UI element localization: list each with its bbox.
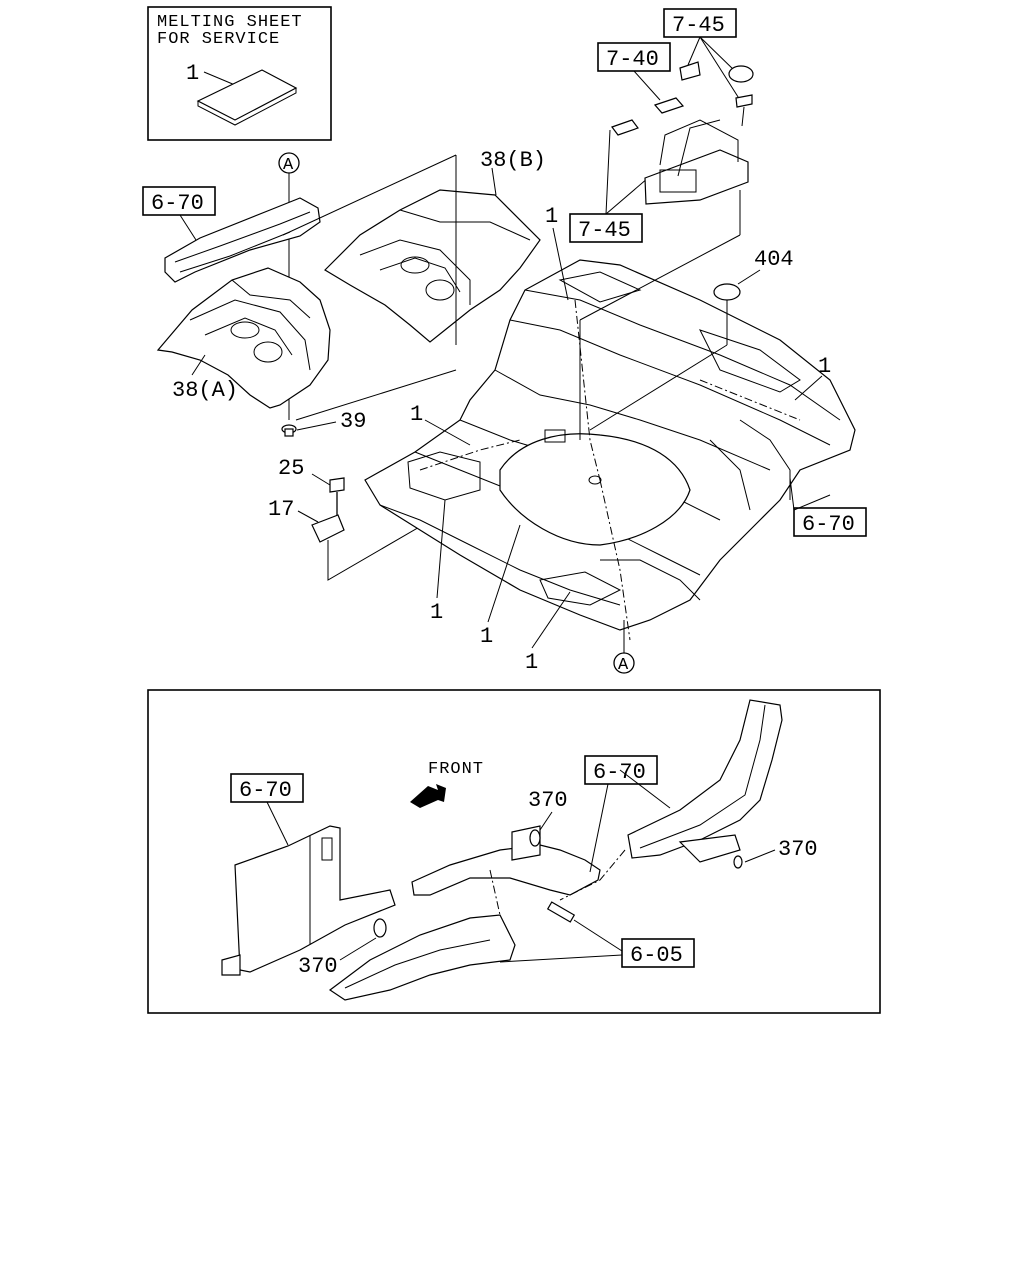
melting-sheet-title-line2: FOR SERVICE (157, 30, 280, 49)
melting-sheet-item-number: 1 (186, 61, 199, 86)
front-arrow-icon (410, 784, 446, 808)
insulator-38a (156, 267, 331, 409)
floor-panel (364, 259, 856, 641)
callout-404: 404 (754, 247, 794, 272)
detail-ref-6-70-mid: 6-70 (584, 755, 658, 785)
ref-box-7-45-top: 7-45 (663, 8, 737, 38)
svg-text:6-70: 6-70 (239, 778, 292, 803)
svg-text:7-45: 7-45 (672, 13, 725, 38)
callout-370-a: 370 (298, 954, 338, 979)
bracket-17: 17 (268, 497, 441, 581)
svg-text:A: A (618, 656, 629, 675)
fastener-39: 39 (281, 409, 366, 437)
callout-1-bottom-a: 1 (430, 600, 443, 625)
console-parts-illustration (611, 61, 754, 205)
ref-box-7-40: 7-40 (597, 42, 671, 72)
callout-38b: 38(B) (480, 148, 546, 173)
svg-text:6-70: 6-70 (593, 760, 646, 785)
floor-leaders (579, 190, 741, 440)
ref-box-6-70-left: 6-70 (142, 186, 216, 216)
ref-box-6-70-right: 6-70 (793, 507, 867, 537)
svg-text:6-70: 6-70 (802, 512, 855, 537)
callout-38a: 38(A) (172, 378, 238, 403)
marker-a-bottom: A (613, 620, 635, 675)
callout-1-left-mid: 1 (410, 402, 423, 427)
detail-ref-6-05: 6-05 (621, 938, 695, 968)
svg-text:6-70: 6-70 (151, 191, 204, 216)
leader-6-70-right (793, 494, 831, 511)
front-label: FRONT (428, 760, 484, 779)
callout-1-bottom-c: 1 (525, 650, 538, 675)
svg-text:6-05: 6-05 (630, 943, 683, 968)
melting-sheet-box: MELTING SHEET FOR SERVICE 1 (147, 6, 332, 141)
callout-1-bottom-b: 1 (480, 624, 493, 649)
ref-box-7-45-bottom: 7-45 (569, 213, 643, 243)
svg-text:A: A (283, 156, 294, 175)
callout-25: 25 (278, 456, 304, 481)
melting-sheet-title-line1: MELTING SHEET (157, 13, 303, 32)
callout-370-b: 370 (528, 788, 568, 813)
detail-box: FRONT 6-70 6-70 6-05 370 370 (147, 689, 881, 1014)
callout-1-center-top: 1 (545, 204, 558, 229)
insulator-38b (324, 189, 541, 343)
console-leaders (605, 36, 741, 215)
left-rail-part (164, 197, 321, 283)
insulator-connectors (191, 154, 497, 421)
plug-404: 404 (713, 247, 794, 301)
svg-text:7-40: 7-40 (606, 47, 659, 72)
svg-text:7-45: 7-45 (578, 218, 631, 243)
callout-1-right: 1 (818, 354, 831, 379)
callout-39: 39 (340, 409, 366, 434)
detail-ref-6-70-left: 6-70 (230, 773, 304, 803)
bolt-25: 25 (278, 456, 345, 515)
callout-17: 17 (268, 497, 294, 522)
callout-370-c: 370 (778, 837, 818, 862)
